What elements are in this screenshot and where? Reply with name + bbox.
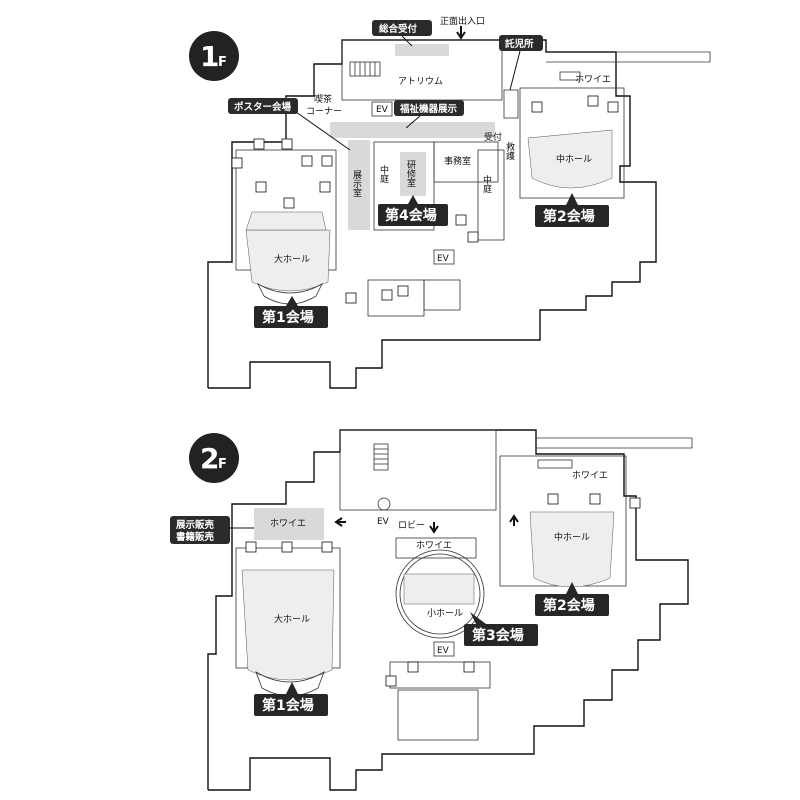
foyer-center-label: ホワイエ	[416, 540, 452, 551]
arrow-down-icon	[456, 26, 466, 40]
stairs	[537, 459, 573, 469]
foyer-label-1f: ホワイエ	[575, 74, 611, 85]
courtyard-left-block	[373, 141, 435, 231]
cafe-label-2: コーナー	[306, 106, 342, 117]
venue-tag-1-1f: 第1会場	[254, 296, 328, 328]
training-room	[400, 152, 426, 196]
callout-reception: 総合受付	[372, 20, 432, 47]
floor-suffix: F	[218, 457, 227, 472]
mid-hall-2f: ホワイエ 中ホール	[499, 455, 627, 588]
arrow-up-icon	[509, 514, 519, 526]
toilet-icon	[253, 95, 599, 301]
welfare-exhibit-corridor	[330, 122, 495, 138]
venue-2-label-2f: 第2会場	[543, 597, 595, 614]
upper-lobby-2f	[339, 429, 497, 511]
callout-welfare: 福祉機器展示	[394, 100, 464, 129]
foyer-right-label: ホワイエ	[572, 470, 608, 481]
outer-wall-2f	[207, 429, 689, 791]
elevator-icon	[433, 641, 455, 657]
exhibition-room	[348, 140, 370, 230]
service-room	[423, 279, 461, 311]
welfare-callout-text: 福祉機器展示	[399, 103, 458, 115]
venue-4-label: 第4会場	[385, 207, 437, 224]
service-room-2f	[397, 689, 479, 741]
wheelchair-icon	[245, 497, 641, 687]
toilet-icon	[281, 493, 601, 673]
mid-hall-1f: ホワイエ 中ホール	[519, 71, 625, 199]
mid-hall-label: 中ホール	[556, 153, 592, 165]
foyer-left-label: ホワイエ	[270, 518, 306, 529]
nursery-room	[503, 89, 519, 119]
floor-badge-2f: 2 F	[189, 433, 239, 483]
venue-1-label: 第1会場	[262, 309, 314, 326]
book-sales-text: 書籍販売	[176, 531, 215, 543]
venue-3-label: 第3会場	[472, 627, 524, 644]
exhibition-label: 展示室	[351, 170, 362, 197]
venue-2-label: 第2会場	[543, 208, 595, 225]
ev-label-2f-2: EV	[437, 646, 450, 656]
venue-tag-2-2f: 第2会場	[535, 582, 609, 616]
mid-hall-label-2f: 中ホール	[554, 531, 590, 543]
arrow-down-icon	[429, 522, 439, 534]
big-hall-label: 大ホール	[274, 253, 310, 265]
courtyard-right-block	[477, 149, 505, 241]
restroom-block-2f	[389, 661, 491, 689]
venue-tag-2-1f: 第2会場	[535, 193, 609, 227]
outer-wall-1f	[207, 39, 657, 389]
reception-callout-text: 総合受付	[379, 23, 418, 35]
main-entrance-label: 正面出入口	[440, 15, 485, 27]
wheelchair-icon	[231, 101, 619, 304]
floor-suffix: F	[218, 55, 227, 70]
stairs	[559, 71, 581, 81]
floor-number: 2	[200, 442, 219, 475]
bridge-1f	[546, 51, 711, 63]
small-hall-label: 小ホール	[427, 608, 463, 619]
reception-small-label: 受付	[484, 131, 502, 143]
poster-callout-text: ポスター会場	[234, 101, 292, 113]
callout-exhibit-sales: 展示販売 書籍販売	[170, 516, 254, 544]
office-label: 事務室	[444, 155, 471, 167]
big-hall-2f: 大ホール	[235, 547, 341, 697]
exhibit-sales-text: 展示販売	[176, 519, 215, 531]
elevator-icon	[433, 249, 455, 265]
courtyard-right-label: 中庭	[481, 174, 492, 194]
venue-tag-4-1f: 第4会場	[378, 195, 448, 226]
ev-label-2f-1: EV	[377, 517, 390, 527]
floor-badge-1f: 1 F	[189, 31, 239, 81]
foyer-left-area	[254, 508, 324, 540]
office-room	[433, 141, 499, 183]
elevator-icon	[371, 101, 393, 117]
first-aid-label: 救護	[504, 141, 515, 161]
floor-2f: 2 F ホワイエ EV ロビー 大ホール 小ホール ホワ	[170, 429, 693, 791]
ev-label-2: EV	[437, 254, 450, 264]
reception-highlight	[395, 44, 449, 56]
staircase	[349, 61, 381, 77]
callout-poster: ポスター会場	[228, 98, 351, 151]
ev-label-1: EV	[376, 105, 389, 115]
bridge-2f	[536, 437, 693, 449]
callout-nursery: 託児所	[499, 35, 543, 119]
nursery-callout-text: 託児所	[505, 38, 534, 50]
floor-number: 1	[200, 40, 219, 73]
venue-tag-1-2f: 第1会場	[254, 682, 328, 716]
big-hall-1f: 大ホール	[235, 149, 337, 305]
restroom-block	[367, 279, 425, 317]
atrium-label: アトリウム	[398, 76, 443, 87]
staircase	[373, 443, 389, 471]
floor-1f: 1 F アトリウム 展示室 研修室 中庭 事務室 受付 中庭 救護 喫茶 コー	[189, 15, 711, 389]
arrow-left-icon	[334, 517, 346, 527]
training-label: 研修室	[405, 160, 416, 187]
venue-1-label-2f: 第1会場	[262, 697, 314, 714]
lobby-label: ロビー	[398, 520, 425, 531]
courtyard-left-label: 中庭	[378, 164, 389, 184]
big-hall-label-2f: 大ホール	[274, 613, 310, 625]
ev-circle	[377, 497, 391, 511]
venue-tag-3-2f: 第3会場	[464, 612, 538, 646]
cafe-label-1: 喫茶	[314, 93, 332, 105]
small-hall: 小ホール ホワイエ	[395, 537, 485, 639]
